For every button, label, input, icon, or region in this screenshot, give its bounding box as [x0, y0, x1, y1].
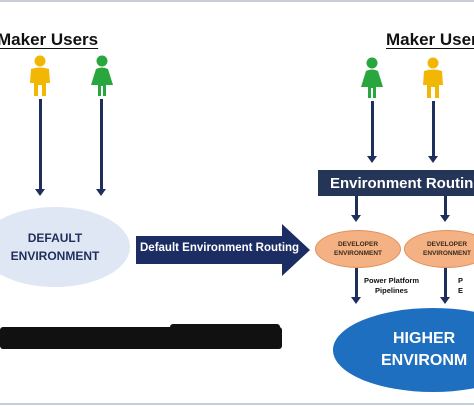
power-platform-pipelines-label: Power Platform Pipelines [364, 276, 419, 296]
pipelines-b-label-line-2: E [458, 286, 464, 295]
bottom-border [0, 403, 474, 405]
routing-arrowhead-1 [351, 215, 361, 222]
left-maker-users-title: Maker Users [0, 30, 99, 49]
developer-environment-ellipse-b: DEVELOPER ENVIRONMENT [404, 230, 474, 268]
pipeline-arrowhead-1 [351, 297, 361, 304]
developer-environment-a-label-2: ENVIRONMENT [333, 250, 383, 257]
right-user-arrowhead-1 [367, 156, 377, 163]
left-user-connector-2 [100, 99, 103, 190]
pipelines-label-line-2: Pipelines [375, 286, 408, 295]
environment-routing-label: Environment Routin [330, 174, 474, 192]
redaction-scribble-tail [170, 324, 280, 330]
developer-environment-b-label-2: ENVIRONMENT [422, 250, 472, 257]
right-maker-users-title: Maker User [386, 30, 474, 49]
left-user-arrowhead-2 [96, 189, 106, 196]
default-environment-routing-label: Default Environment Routing [140, 242, 300, 254]
pipeline-arrowhead-2 [440, 297, 450, 304]
routing-connector-2 [444, 196, 447, 216]
female-user-icon [91, 55, 113, 96]
right-user-connector-1 [371, 101, 374, 157]
right-user-arrowhead-2 [428, 156, 438, 163]
pipelines-label-line-1: Power Platform [364, 276, 420, 285]
left-user-connector-1 [39, 99, 42, 190]
right-user-connector-2 [432, 101, 435, 157]
higher-environment-label-2: ENVIRONM [381, 352, 468, 369]
male-user-icon [423, 57, 443, 98]
pipeline-connector-2 [444, 268, 447, 298]
higher-environment-ellipse: HIGHER ENVIRONM [333, 308, 474, 392]
pipelines-b-label-line-1: P [458, 276, 464, 285]
default-environment-routing-arrow [136, 224, 310, 276]
developer-environment-a-label-1: DEVELOPER [337, 241, 379, 248]
male-user-icon [30, 55, 50, 96]
redaction-scribble [0, 327, 282, 349]
top-border [0, 0, 474, 2]
power-platform-pipelines-label-b: P E [458, 276, 463, 296]
left-user-arrowhead-1 [35, 189, 45, 196]
developer-environment-b-label-1: DEVELOPER [426, 241, 468, 248]
default-environment-label-1: DEFAULT [27, 231, 83, 245]
female-user-icon [361, 57, 383, 98]
environment-routing-banner: Environment Routin [318, 170, 474, 196]
developer-environment-ellipse-a: DEVELOPER ENVIRONMENT [315, 230, 401, 268]
routing-connector-1 [355, 196, 358, 216]
routing-arrowhead-2 [440, 215, 450, 222]
default-environment-label-2: ENVIRONMENT [10, 249, 100, 263]
pipeline-connector-1 [355, 268, 358, 298]
higher-environment-label-1: HIGHER [393, 330, 456, 347]
default-environment-ellipse: DEFAULT ENVIRONMENT [0, 207, 130, 287]
